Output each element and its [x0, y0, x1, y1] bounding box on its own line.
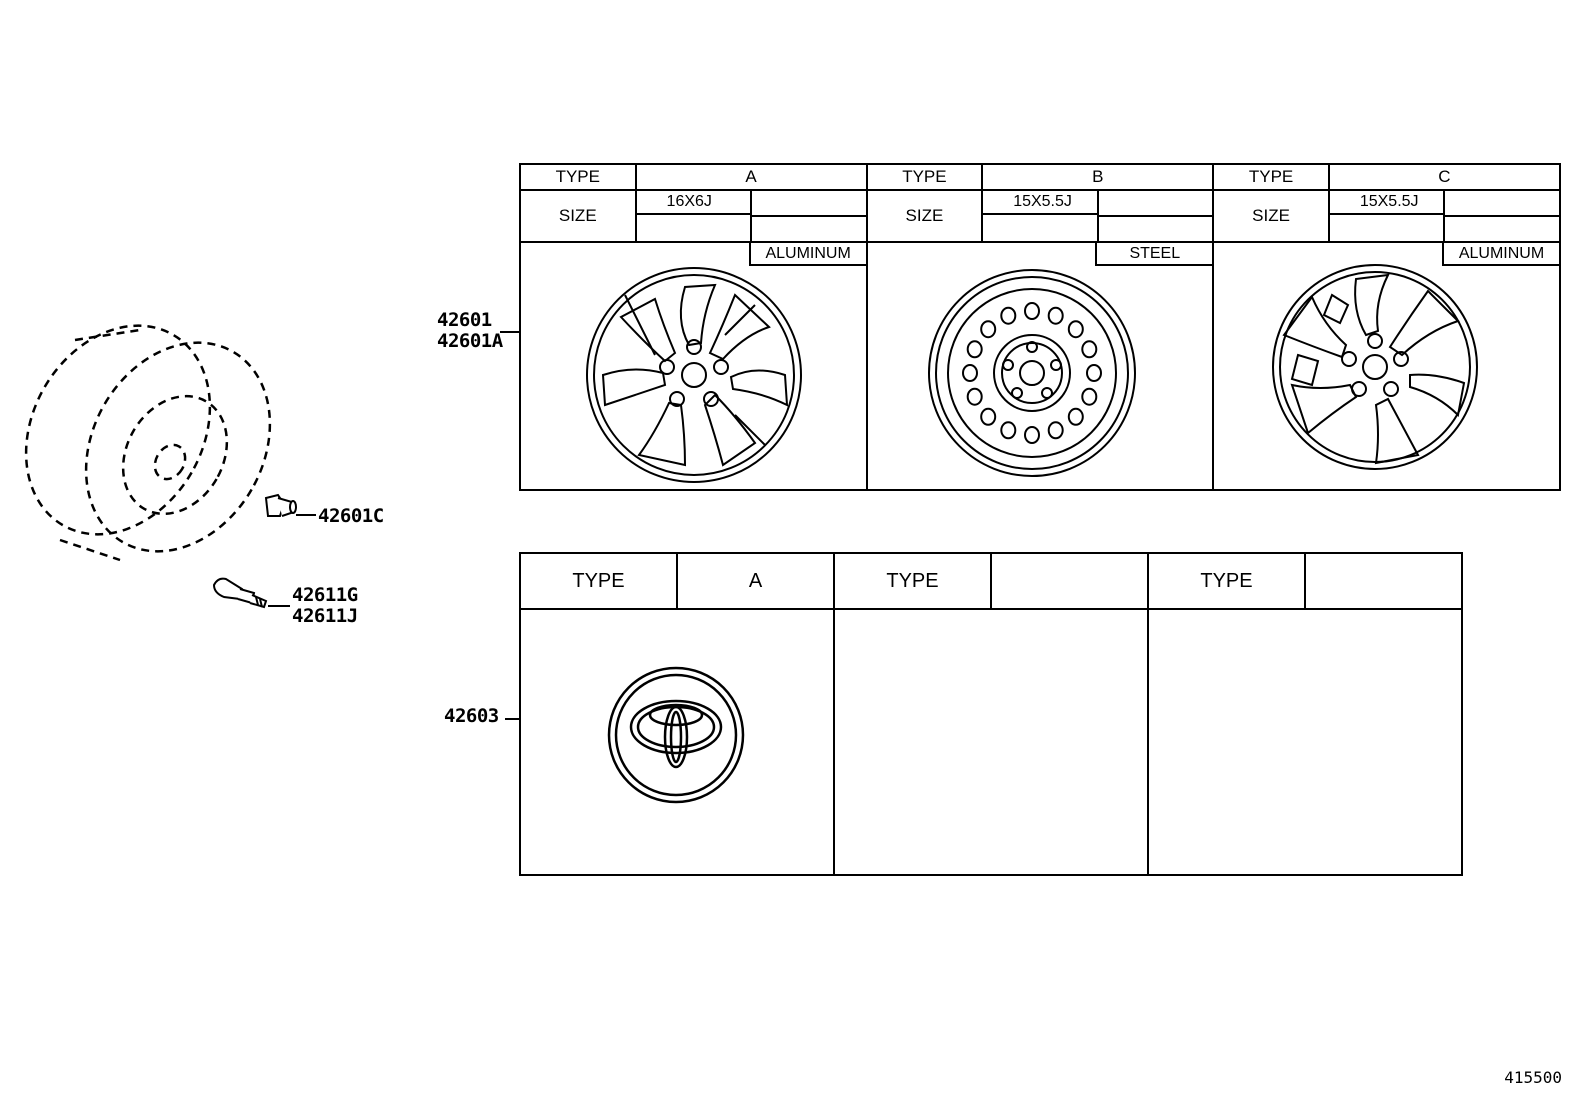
vent-hole — [1000, 306, 1017, 325]
cap-type-label-2: TYPE — [833, 552, 992, 610]
size-value-a: 16X6J — [636, 191, 751, 215]
cap-cell-1[interactable] — [519, 608, 835, 876]
vent-hole — [1067, 320, 1084, 339]
vent-hole — [1081, 340, 1098, 359]
vent-hole — [1081, 387, 1098, 406]
vent-hole — [980, 320, 997, 339]
vent-hole — [980, 407, 997, 426]
vent-hole — [1000, 421, 1017, 440]
vent-hole — [966, 387, 983, 406]
cap-type-table: TYPE A TYPE TYPE — [519, 552, 1463, 876]
type-value-b: B — [981, 163, 1215, 191]
vent-hole — [1024, 426, 1040, 444]
steel-wheel-b-icon — [928, 269, 1136, 477]
leader-nut — [296, 514, 316, 516]
alloy-wheel-c-icon — [1272, 264, 1478, 470]
part-number-wheel-2[interactable]: 42601A — [437, 330, 503, 352]
leader-wheel — [500, 331, 520, 333]
size-label-c: SIZE — [1212, 189, 1330, 243]
part-number-nut[interactable]: 42601C — [318, 505, 384, 527]
vent-hole — [1024, 302, 1040, 320]
vent-hole — [1067, 407, 1084, 426]
material-a: ALUMINUM — [748, 241, 866, 266]
part-number-wheel-1[interactable]: 42601 — [437, 309, 492, 331]
wheel-cell-a[interactable]: ALUMINUM — [519, 241, 868, 491]
leader-cap — [505, 718, 520, 720]
cap-cell-2 — [833, 608, 1149, 876]
wheel-cell-b[interactable]: STEEL — [865, 241, 1215, 491]
type-value-c: C — [1327, 163, 1562, 191]
size-label-a: SIZE — [519, 189, 637, 243]
part-number-valve-1[interactable]: 42611G — [292, 584, 358, 606]
cap-type-label-3: TYPE — [1147, 552, 1306, 610]
cap-cell-3 — [1147, 608, 1463, 876]
part-number-cap[interactable]: 42603 — [444, 705, 499, 727]
size-label-b: SIZE — [865, 189, 984, 243]
wheel-nut-icon — [264, 493, 297, 517]
valve-stem-icon — [212, 577, 268, 609]
type-label-b: TYPE — [865, 163, 984, 191]
size-value-b: 15X5.5J — [983, 191, 1097, 215]
figure-reference: 415500 — [1504, 1068, 1562, 1087]
part-number-valve-2[interactable]: 42611J — [292, 605, 358, 627]
material-b: STEEL — [1095, 241, 1213, 266]
type-label-a: TYPE — [519, 163, 637, 191]
leader-valve — [268, 605, 290, 607]
size-value-c: 15X5.5J — [1329, 191, 1444, 215]
type-label-c: TYPE — [1212, 163, 1330, 191]
wheel-type-table: TYPE A TYPE B TYPE C SIZE 16X6J SIZE 15X… — [519, 163, 1562, 491]
vent-hole — [1047, 421, 1064, 440]
vent-hole — [962, 364, 978, 382]
type-value-a: A — [634, 163, 868, 191]
cap-type-value-2 — [990, 552, 1149, 610]
material-c: ALUMINUM — [1442, 241, 1559, 266]
cap-type-value-3 — [1304, 552, 1463, 610]
toyota-emblem-icon — [607, 666, 745, 804]
vent-hole — [966, 340, 983, 359]
cap-type-value-1: A — [676, 552, 835, 610]
cap-type-label-1: TYPE — [519, 552, 678, 610]
vent-hole — [1047, 306, 1064, 325]
vent-hole — [1086, 364, 1102, 382]
alloy-wheel-a-icon — [586, 267, 802, 483]
